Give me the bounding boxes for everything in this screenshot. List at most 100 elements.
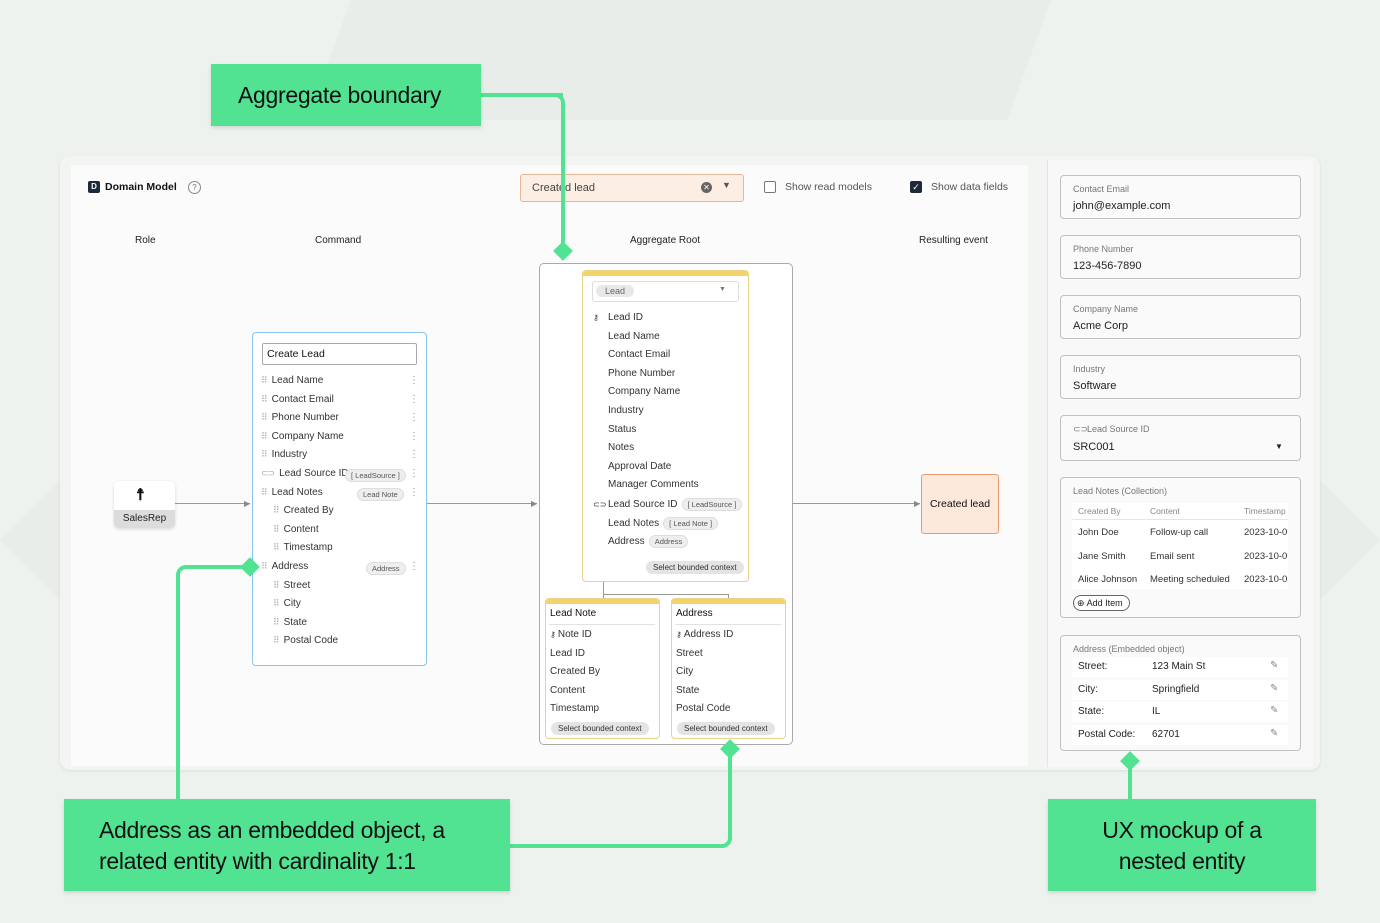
drag-handle-icon[interactable]: ⠿ xyxy=(273,523,280,534)
edit-icon[interactable]: ✎ xyxy=(1270,705,1279,716)
command-field[interactable]: ⠿Street xyxy=(273,580,310,591)
link-icon[interactable]: ⊂⊃ xyxy=(261,468,275,478)
address-row[interactable]: State:IL✎ xyxy=(1072,702,1288,722)
field-label: Company Name xyxy=(1073,304,1139,314)
command-field[interactable]: ⠿Created By xyxy=(273,505,334,516)
aggregate-field[interactable]: Lead Notes[ Lead Note ] xyxy=(593,516,719,530)
lead-note-field[interactable]: ⚷Note ID xyxy=(550,629,592,640)
lead-note-field[interactable]: Created By xyxy=(550,666,600,677)
edit-icon[interactable]: ✎ xyxy=(1270,660,1279,671)
lead-note-entity[interactable] xyxy=(545,598,660,739)
chevron-down-icon[interactable]: ▼ xyxy=(722,180,731,190)
aggregate-field[interactable]: ⊂⊃Lead Source ID[ LeadSource ] xyxy=(593,498,743,511)
role-node[interactable]: ☨ SalesRep xyxy=(114,481,175,528)
command-field[interactable]: ⠿Lead Notes xyxy=(261,487,323,498)
lead-note-field[interactable]: Lead ID xyxy=(550,648,585,659)
command-field[interactable]: ⠿Company Name xyxy=(261,431,344,442)
callout-line xyxy=(176,565,254,801)
address-field[interactable]: State xyxy=(676,685,699,696)
command-field[interactable]: ⠿Contact Email xyxy=(261,394,334,405)
command-title-input[interactable]: Create Lead xyxy=(262,343,417,365)
show-read-models-checkbox[interactable] xyxy=(764,181,776,193)
phone-number-field[interactable]: Phone Number 123-456-7890 xyxy=(1060,235,1301,279)
command-field[interactable]: ⠿City xyxy=(273,598,301,609)
drag-handle-icon[interactable]: ⠿ xyxy=(261,430,268,441)
command-field[interactable]: ⠿Timestamp xyxy=(273,542,333,553)
drag-handle-icon[interactable]: ⠿ xyxy=(273,616,280,627)
aggregate-field[interactable]: Contact Email xyxy=(593,349,670,360)
command-field[interactable]: ⠿Lead Name xyxy=(261,375,323,386)
command-field[interactable]: ⠿Phone Number xyxy=(261,412,339,423)
more-options-icon[interactable]: ⋮ xyxy=(409,486,419,498)
add-item-button[interactable]: ⊕ Add Item xyxy=(1073,595,1130,611)
more-options-icon[interactable]: ⋮ xyxy=(409,375,419,386)
aggregate-field[interactable]: Manager Comments xyxy=(593,479,699,490)
drag-handle-icon[interactable]: ⠿ xyxy=(273,505,280,516)
contact-email-field[interactable]: Contact Email john@example.com xyxy=(1060,175,1301,219)
aggregate-field[interactable]: Industry xyxy=(593,405,644,416)
command-field[interactable]: ⠿Postal Code xyxy=(273,635,338,646)
aggregate-root-node[interactable] xyxy=(582,270,749,582)
select-bounded-context-button[interactable]: Select bounded context xyxy=(551,722,649,735)
command-field[interactable]: ⊂⊃Lead Source ID xyxy=(261,468,349,479)
show-data-fields-checkbox[interactable]: ✓ xyxy=(910,181,922,193)
aggregate-field[interactable]: Approval Date xyxy=(593,461,671,472)
lead-source-select[interactable]: ⊂⊃ Lead Source ID SRC001 ▼ xyxy=(1060,415,1301,461)
lead-note-field[interactable]: Timestamp xyxy=(550,703,599,714)
aggregate-field[interactable]: Lead Name xyxy=(593,331,660,342)
aggregate-field[interactable]: ⚷Lead ID xyxy=(593,312,643,323)
edit-icon[interactable]: ✎ xyxy=(1270,727,1279,739)
more-options-icon[interactable]: ⋮ xyxy=(409,449,419,461)
company-name-field[interactable]: Company Name Acme Corp xyxy=(1060,295,1301,339)
more-options-icon[interactable]: ⋮ xyxy=(409,468,419,479)
more-options-icon[interactable]: ⋮ xyxy=(409,393,419,405)
command-field[interactable]: ⠿Address xyxy=(261,561,308,572)
chevron-down-icon: ▼ xyxy=(719,286,726,293)
clear-icon[interactable]: ✕ xyxy=(701,182,712,193)
aggregate-select[interactable]: Lead ▼ xyxy=(592,281,739,302)
aggregate-field[interactable]: Status xyxy=(593,424,636,435)
command-field[interactable]: ⠿Industry xyxy=(261,449,307,460)
industry-field[interactable]: Industry Software xyxy=(1060,355,1301,399)
show-data-fields-label: Show data fields xyxy=(931,181,1009,193)
drag-handle-icon[interactable]: ⠿ xyxy=(261,449,268,460)
address-field[interactable]: Street xyxy=(676,648,703,659)
aggregate-field[interactable]: Phone Number xyxy=(593,368,675,379)
lead-note-field[interactable]: Content xyxy=(550,685,585,696)
address-field[interactable]: Postal Code xyxy=(676,703,730,714)
help-icon[interactable]: ? xyxy=(188,181,201,194)
edit-icon[interactable]: ✎ xyxy=(1270,682,1279,694)
aggregate-field-label: Company Name xyxy=(608,386,681,398)
drag-handle-icon[interactable]: ⠿ xyxy=(273,542,280,553)
drag-handle-icon[interactable]: ⠿ xyxy=(273,635,280,646)
more-options-icon[interactable]: ⋮ xyxy=(409,430,419,442)
command-field[interactable]: ⠿Content xyxy=(273,524,319,535)
drag-handle-icon[interactable]: ⠿ xyxy=(261,393,268,404)
command-aggregate-connector xyxy=(427,503,537,504)
select-bounded-context-button[interactable]: Select bounded context xyxy=(677,722,775,735)
tree-connector xyxy=(603,582,604,594)
drag-handle-icon[interactable]: ⠿ xyxy=(261,486,268,497)
arrow-icon: ▶ xyxy=(531,499,538,508)
command-field[interactable]: ⠿State xyxy=(273,617,307,628)
more-options-icon[interactable]: ⋮ xyxy=(409,412,419,424)
event-node[interactable]: Created lead xyxy=(921,474,999,534)
address-entity[interactable] xyxy=(671,598,786,739)
command-field-label: Contact Email xyxy=(271,393,334,405)
drag-handle-icon[interactable]: ⠿ xyxy=(261,375,268,385)
drag-handle-icon[interactable]: ⠿ xyxy=(261,412,268,423)
address-row[interactable]: City:Springfield✎ xyxy=(1072,679,1288,700)
aggregate-field[interactable]: Notes xyxy=(593,442,634,453)
address-field[interactable]: ⚷Address ID xyxy=(676,629,733,640)
aggregate-field-label: Lead Source ID xyxy=(608,499,678,510)
drag-handle-icon[interactable]: ⠿ xyxy=(261,561,268,571)
drag-handle-icon[interactable]: ⠿ xyxy=(273,579,280,590)
select-bounded-context-button[interactable]: Select bounded context xyxy=(646,561,744,574)
drag-handle-icon[interactable]: ⠿ xyxy=(273,598,280,609)
address-field[interactable]: City xyxy=(676,666,693,677)
aggregate-field[interactable]: Company Name xyxy=(593,386,680,397)
address-row[interactable]: Street:123 Main St✎ xyxy=(1072,657,1288,677)
more-options-icon[interactable]: ⋮ xyxy=(409,561,419,572)
address-row[interactable]: Postal Code:62701✎ xyxy=(1072,724,1288,745)
